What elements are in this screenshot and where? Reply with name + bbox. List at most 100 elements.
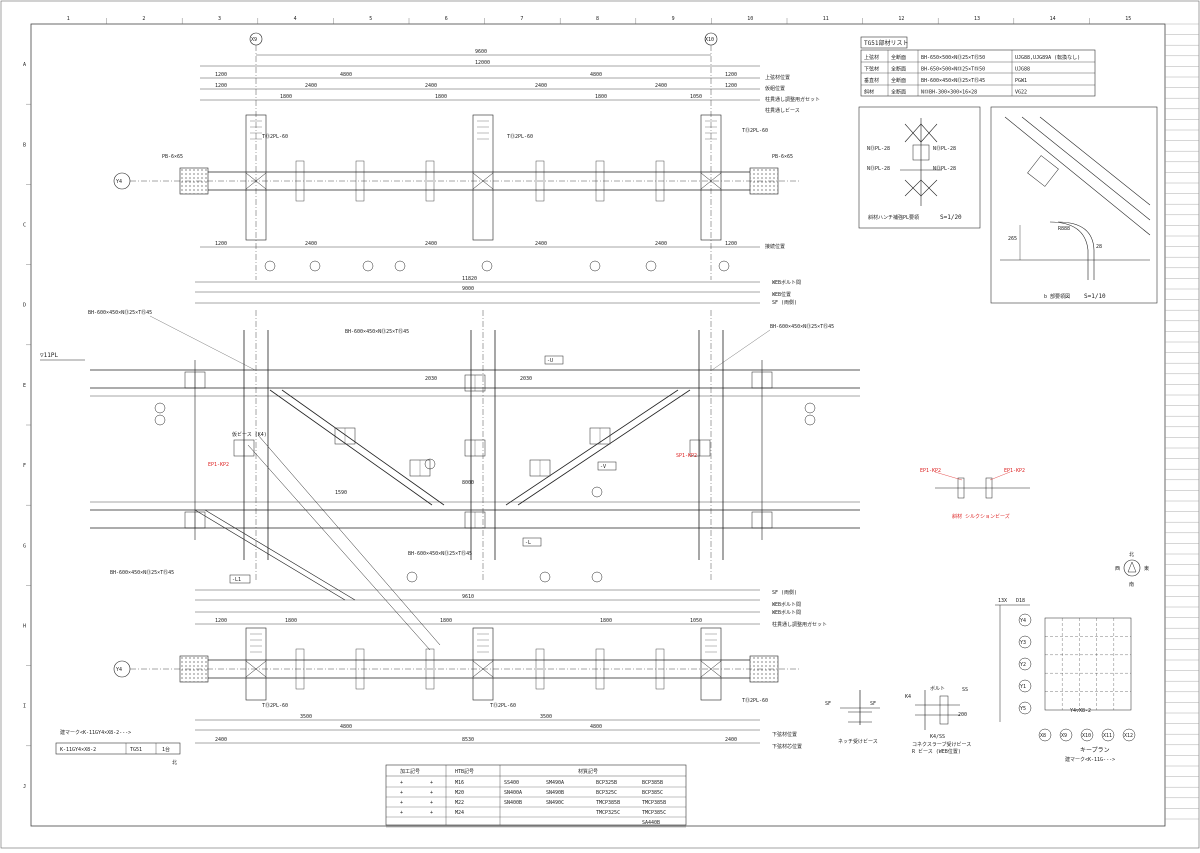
column-number: 2: [142, 16, 145, 22]
level-label: ▽11PL: [40, 352, 58, 359]
right-label: SF (両側): [772, 589, 797, 596]
chord-mark: -L: [525, 540, 531, 546]
grid-mark-x9-label: X9: [251, 37, 257, 43]
column-number: 12: [898, 16, 904, 22]
key-col-mark: X9: [1061, 733, 1067, 739]
key-row-mark: Y1: [1020, 684, 1026, 690]
member-label: BH-600×450×N⑬25×T⑮45: [345, 328, 409, 335]
column-number: 15: [1125, 16, 1131, 22]
right-margin-ruling: [1165, 23, 1199, 820]
material-cell: UJG88,UJG89A (転換なし): [1015, 54, 1080, 61]
key-col-mark: X8: [1040, 733, 1046, 739]
column-number: 6: [445, 16, 448, 22]
legend-material: TMCP385C: [642, 810, 666, 816]
dim: 1800: [280, 94, 292, 100]
key-row-mark: Y2: [1020, 662, 1026, 668]
detail-b-dim: 265: [1008, 236, 1017, 242]
legend-mark: +: [430, 790, 433, 796]
dim: 3500: [540, 714, 552, 720]
row-label: 柱貫通し調整用ガセット: [765, 96, 820, 103]
dim: 1200: [215, 618, 227, 624]
column-number: 5: [369, 16, 372, 22]
sf-label: SF: [825, 701, 831, 707]
dim: 1200: [725, 241, 737, 247]
material-cell: 全断面: [891, 54, 906, 61]
material-list-title: TG51部材リスト: [864, 39, 908, 47]
sf-caption: ネッチ受けビース: [838, 738, 878, 745]
detail-b-dim: R888: [1058, 226, 1070, 232]
top-plan-view: X9 X10 9600 12000 1200 4800 4800 1200 12…: [113, 32, 820, 280]
column-number: 14: [1050, 16, 1056, 22]
axis-y4-label: Y4: [116, 667, 122, 673]
legend-material: BCP325B: [596, 780, 617, 786]
dim: 4800: [340, 724, 352, 730]
red-detail-caption: 斜材 シルクションビーズ: [952, 513, 1010, 520]
dim: 2400: [425, 83, 437, 89]
dim: 2400: [215, 737, 227, 743]
key-col-mark: X11: [1103, 733, 1112, 739]
material-cell: UJG88: [1015, 67, 1030, 73]
sf-label: SF: [870, 701, 876, 707]
material-cell: N⑬BH-300×300×16×28: [921, 89, 977, 96]
key-col-mark: X10: [1082, 733, 1091, 739]
column-number: 7: [520, 16, 523, 22]
row-letter: A: [23, 62, 26, 68]
material-cell: 全断面: [891, 66, 906, 73]
plate-label: T⑬2PL-60: [507, 133, 533, 140]
compass-label: 西: [1115, 566, 1120, 572]
title-caption: 建マーク<K-11GY4×X8-2--->: [60, 729, 131, 736]
member-label: BH-600×450×N⑬25×T⑮45: [110, 569, 174, 576]
key-plan-subtitle: 建マーク<K-11G--->: [1065, 756, 1115, 763]
material-cell: BH-600×450×N⑬25×T⑮45: [921, 77, 985, 84]
row-letter: J: [23, 784, 26, 790]
column-number: 4: [294, 16, 297, 22]
legend-material: SM490A: [546, 780, 564, 786]
red-detail: EP1-KP2 EP1-KP2 斜材 シルクションビーズ: [920, 468, 1030, 520]
dim: 2400: [425, 241, 437, 247]
dim: 2400: [535, 83, 547, 89]
row-letter: I: [23, 704, 26, 710]
overall-dim: 9600: [475, 49, 487, 55]
dim: 2400: [305, 241, 317, 247]
dim: 1800: [595, 94, 607, 100]
key-plan-label: D18: [1016, 598, 1025, 604]
sf-detail: SF SF ネッチ受けビース: [825, 690, 880, 745]
red-note: SP1-KP2: [676, 453, 697, 459]
dim: 1800: [600, 618, 612, 624]
k4-caption: R ビース (WEB位置): [912, 748, 961, 755]
dim: 8530: [462, 737, 474, 743]
dim: 1800: [285, 618, 297, 624]
dim: 3500: [300, 714, 312, 720]
dim: 1050: [690, 618, 702, 624]
dim: 4800: [590, 72, 602, 78]
title-member: TG51: [130, 747, 142, 753]
legend-material: TMCP325C: [596, 810, 620, 816]
column-number: 10: [747, 16, 753, 22]
material-cell: PGW1: [1015, 78, 1027, 84]
row-letter: G: [23, 543, 26, 549]
title-block: 建マーク<K-11GY4×X8-2---> K-11GY4×X8-2 TG51 …: [55, 729, 181, 766]
title-mark: K-11GY4×X8-2: [60, 747, 96, 753]
grid-mark-x10-label: X10: [705, 37, 714, 43]
row-label: 柱貫通し調整用ガセット: [772, 621, 827, 628]
legend-material: BCP385B: [642, 780, 663, 786]
row-label: WEBボルト間: [772, 609, 801, 616]
row-label: 上弦材位置: [765, 74, 790, 81]
member-label: BH-600×450×N⑬25×T⑮45: [88, 309, 152, 316]
material-cell: 全断面: [891, 77, 906, 84]
legend-mark: +: [430, 780, 433, 786]
row-letter: E: [23, 383, 26, 389]
north-arrow: [1123, 559, 1141, 577]
key-plan-title: キープラン: [1080, 747, 1110, 754]
material-cell: BH-650×500×N⑬25×T⑮50: [921, 66, 985, 73]
detail-b: 265 R888 28 b 部要領図 S=1/10: [990, 106, 1158, 304]
legend-header: 加工記号: [400, 768, 420, 775]
column-number: 9: [672, 16, 675, 22]
dim: 2400: [535, 241, 547, 247]
dim: 1800: [440, 618, 452, 624]
row-letter: F: [23, 463, 26, 469]
detail-b-caption: b 部要領図: [1044, 293, 1070, 300]
legend-material: SN490B: [546, 790, 564, 796]
k4-label: K4: [905, 694, 911, 700]
